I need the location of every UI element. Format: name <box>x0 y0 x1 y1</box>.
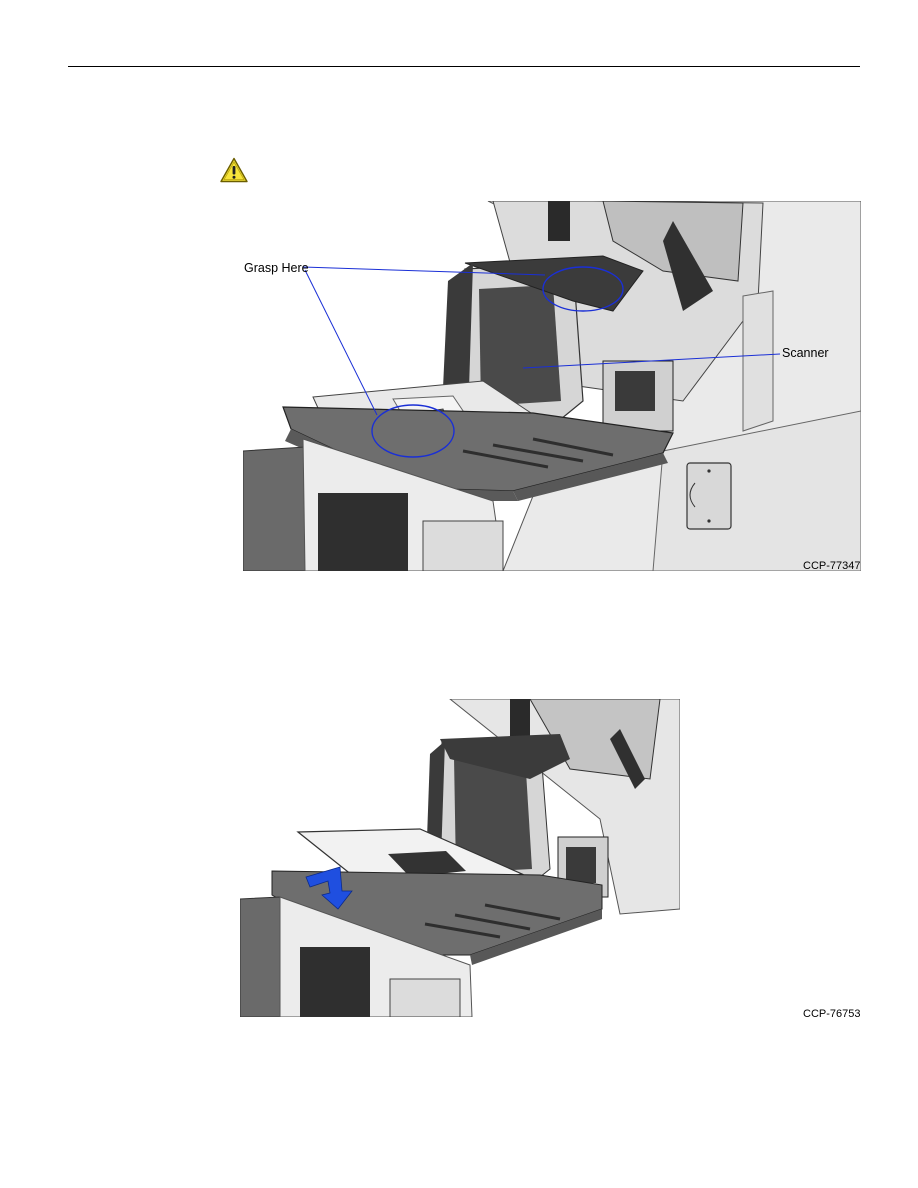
scanner-illustration <box>243 201 861 571</box>
callout-scanner: Scanner <box>782 346 829 360</box>
figure-id-2: CCP-76753 <box>803 1008 860 1020</box>
callout-grasp-here: Grasp Here <box>244 261 309 275</box>
figure-id: CCP-77347 <box>803 560 860 572</box>
figure-lift-plate <box>240 699 680 1017</box>
figure-scanner-grasp-points <box>243 201 861 571</box>
header-rule <box>68 66 860 67</box>
warning-triangle-icon <box>220 157 248 183</box>
lift-plate-illustration <box>240 699 680 1017</box>
